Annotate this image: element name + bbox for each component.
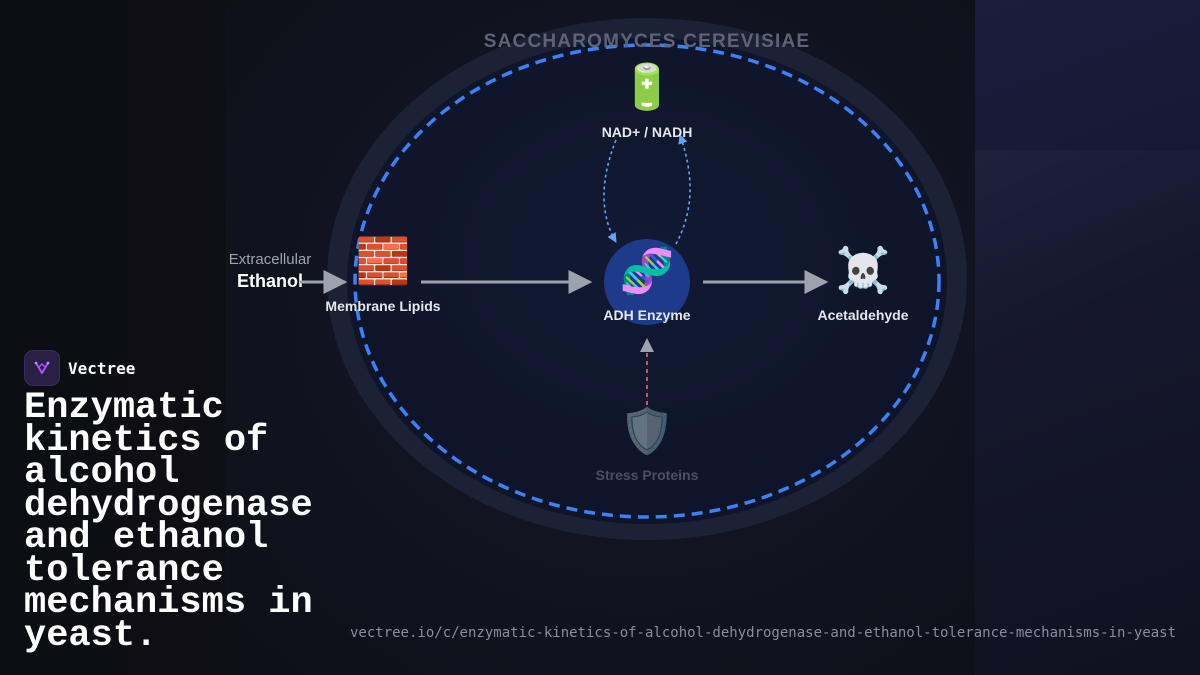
membrane-lipids-label: Membrane Lipids — [325, 298, 440, 314]
right-decor-panel — [975, 0, 1200, 675]
page-title: Enzymatic kinetics of alcohol dehydrogen… — [24, 387, 313, 657]
battery-icon: 🔋 — [619, 62, 675, 113]
cell-label: SACCHAROMYCES CEREVISIAE — [484, 31, 811, 52]
page-url[interactable]: vectree.io/c/enzymatic-kinetics-of-alcoh… — [349, 625, 1176, 641]
brand-name: Vectree — [68, 358, 136, 378]
vectree-logo-icon — [24, 350, 60, 386]
stress-proteins-label: Stress Proteins — [596, 467, 699, 483]
acetaldehyde-label: Acetaldehyde — [817, 307, 908, 323]
brand: Vectree — [24, 350, 135, 386]
adh-enzyme-label: ADH Enzyme — [603, 307, 690, 323]
nad-nadh-label: NAD+ / NADH — [602, 124, 693, 140]
brick-wall-icon: 🧱 — [355, 236, 411, 287]
skull-crossbones-icon: ☠️ — [835, 245, 891, 296]
right-decor-streak — [975, 150, 1200, 410]
extracellular-label: Extracellular — [229, 251, 312, 268]
ethanol-label: Ethanol — [237, 271, 303, 291]
arrow-adh-to-nad — [675, 134, 691, 245]
shield-icon: 🛡️ — [619, 406, 675, 457]
adh-enzyme-node — [604, 239, 690, 325]
dna-icon: 🧬 — [619, 246, 675, 297]
cell-membrane — [353, 43, 941, 519]
arrow-stress-head — [640, 338, 654, 352]
arrow-nad-to-adh — [603, 139, 617, 243]
